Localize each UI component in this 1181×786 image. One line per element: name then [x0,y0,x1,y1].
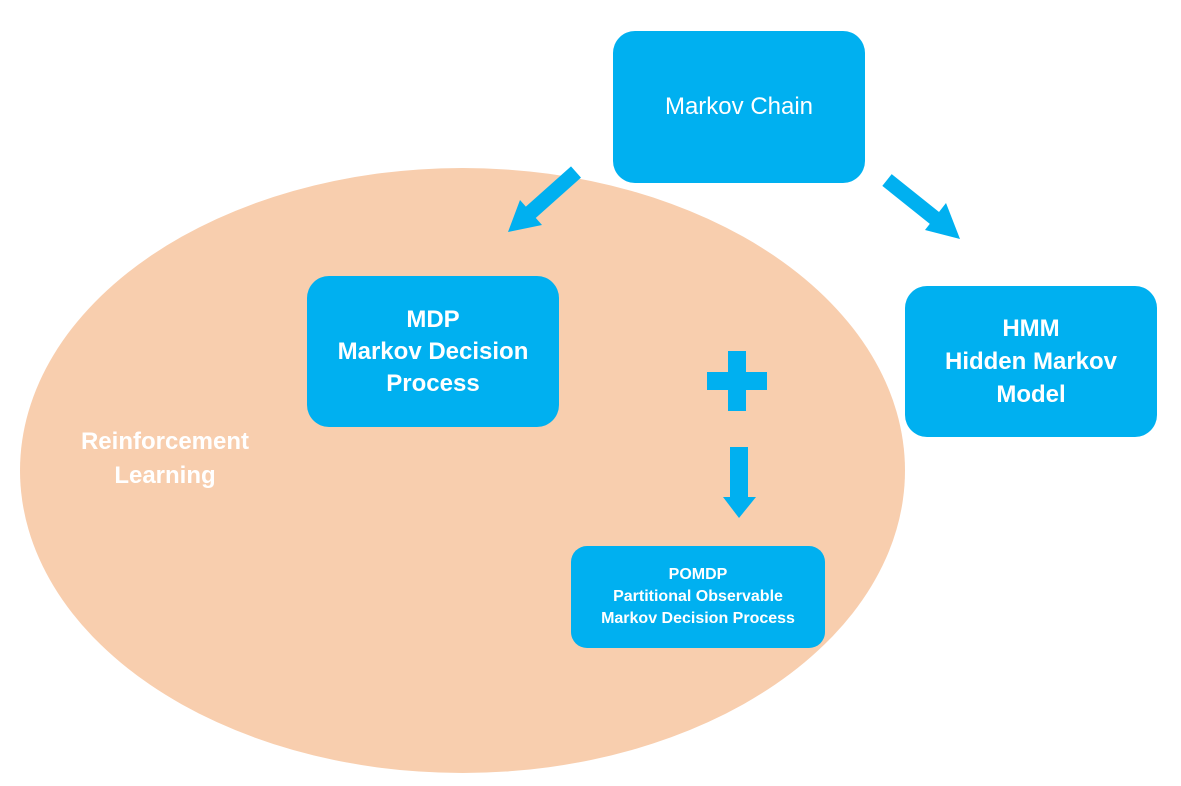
pomdp-name-line2: Markov Decision Process [601,610,795,627]
arrow-to-mdp-icon [508,166,581,232]
markov-chain-node: Markov Chain [613,31,865,183]
hmm-name-line1: Hidden Markov [944,348,1118,375]
hmm-name-line2: Model [996,381,1066,408]
pomdp-node: POMDP Partitional Observable Markov Deci… [571,546,825,648]
mdp-abbrev: MDP [406,305,460,333]
pomdp-name-line1: Partitional Observable [613,588,783,605]
mdp-name-line2: Process [386,369,480,397]
reinforcement-learning-label: Reinforcement Learning [60,425,270,493]
hmm-abbrev: HMM [1002,315,1060,342]
reinforcement-learning-region [20,168,905,773]
rl-label-line2: Learning [114,462,216,489]
arrow-down-icon [723,447,756,518]
arrow-to-hmm-icon [882,174,960,239]
mdp-name-line1: Markov Decision [337,337,529,365]
pomdp-abbrev: POMDP [668,566,728,583]
markov-chain-label: Markov Chain [664,93,814,120]
plus-icon [707,351,767,411]
mdp-node: MDP Markov Decision Process [307,276,559,427]
hmm-node: HMM Hidden Markov Model [905,286,1157,437]
rl-label-line1: Reinforcement [80,428,250,455]
